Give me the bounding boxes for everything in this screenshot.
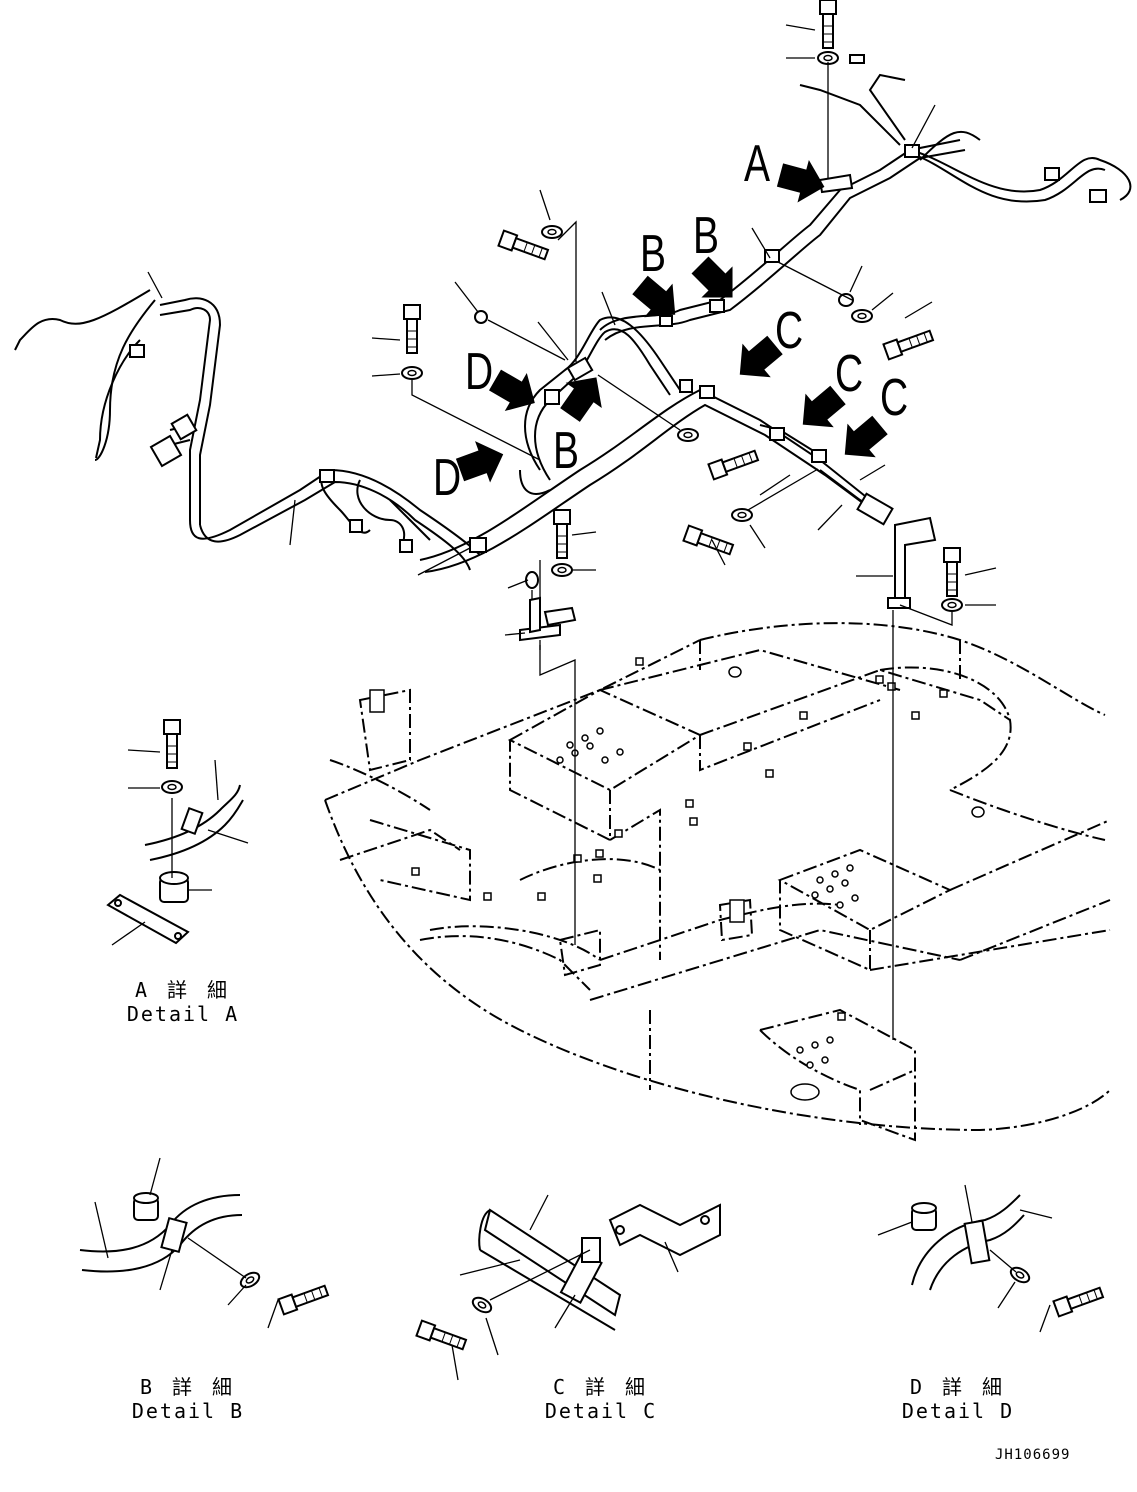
leader-lines: [147, 24, 997, 1040]
detail-d-label-jp: D 詳 細: [909, 1375, 1007, 1399]
callout-d-2: D: [433, 449, 462, 507]
detail-c-label-jp: C 詳 細: [552, 1375, 650, 1399]
detail-a-label-en: Detail A: [126, 1002, 240, 1026]
callout-d-1: D: [465, 343, 494, 401]
detail-a-label: A 詳 細 Detail A: [118, 978, 248, 1026]
document-id: JH106699: [995, 1447, 1071, 1463]
detail-a-label-jp: A 詳 細: [134, 978, 232, 1002]
callout-c-3: C: [880, 369, 909, 427]
detail-b-label: B 詳 細 Detail B: [123, 1375, 253, 1423]
callout-c-1: C: [775, 302, 804, 360]
detail-b-label-jp: B 詳 細: [139, 1375, 237, 1399]
machine-frame: [324, 622, 1111, 1142]
detail-d-label: D 詳 細 Detail D: [893, 1375, 1023, 1423]
frame-bolt-holes: [369, 657, 985, 1101]
callout-c-2: C: [835, 345, 864, 403]
detail-b-label-en: Detail B: [131, 1399, 245, 1423]
detail-d-drawing: [877, 1184, 1106, 1333]
brackets: [474, 173, 937, 642]
harness-connectors: [129, 54, 1107, 553]
callout-a: A: [744, 135, 771, 193]
detail-c-label: C 詳 細 Detail C: [536, 1375, 666, 1423]
detail-c-label-en: Detail C: [544, 1399, 658, 1423]
detail-a-drawing: [106, 719, 249, 946]
detail-b-drawing: [79, 1157, 331, 1329]
callout-b-2: B: [693, 207, 720, 265]
wiring-harness: [14, 73, 1132, 573]
callout-b-3: B: [553, 422, 580, 480]
callout-b-1: B: [640, 225, 667, 283]
detail-d-label-en: Detail D: [901, 1399, 1015, 1423]
detail-c-drawing: [415, 1194, 721, 1381]
